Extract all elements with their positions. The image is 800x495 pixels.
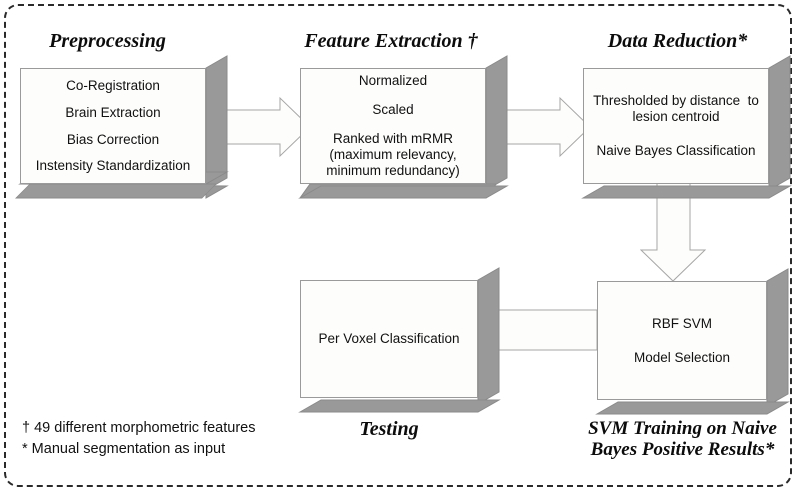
box-feature-extraction-side-3d [485,55,508,202]
svm-training-line-1: RBF SVM [651,315,712,331]
heading-feature-extraction: Feature Extraction † [304,30,478,52]
box-data-reduction: Thresholded by distance to lesion centro… [581,55,792,199]
feature-extraction-line-3: Ranked with mRMR (maximum relevancy, min… [326,131,460,178]
svm-training-line-2: Model Selection [633,349,731,365]
box-svm-training: RBF SVM Model Selection [595,268,790,415]
data-reduction-line-1: Thresholded by distance to lesion centro… [593,93,759,125]
preprocessing-line-3: Bias Correction [66,131,160,147]
testing-line-1: Per Voxel Classification [318,331,460,347]
box-data-reduction-side-3d [768,55,791,202]
box-preprocessing-bottom-3d [15,171,230,210]
heading-preprocessing: Preprocessing [49,30,166,52]
box-data-reduction-face: Thresholded by distance to lesion centro… [583,68,769,184]
footnote-dagger: † 49 different morphometric features [22,420,256,436]
preprocessing-line-4: Instensity Standardization [35,158,191,174]
box-svm-training-bottom-3d [595,400,797,426]
preprocessing-line-1: Co-Registration [66,77,160,93]
box-preprocessing-lines: Co-Registration Brain Extraction Bias Co… [21,78,205,175]
box-feature-extraction-bottom-3d [298,183,510,210]
box-feature-extraction-face: Normalized Scaled Ranked with mRMR (maxi… [300,68,486,184]
box-testing-lines: Per Voxel Classification [301,331,477,347]
box-data-reduction-bottom-3d [581,184,793,210]
box-preprocessing-face: Co-Registration Brain Extraction Bias Co… [20,68,206,184]
data-reduction-line-2: Naive Bayes Classification [596,142,756,158]
box-feature-extraction-lines: Normalized Scaled Ranked with mRMR (maxi… [301,73,485,179]
box-data-reduction-lines: Thresholded by distance to lesion centro… [584,93,768,159]
box-testing-side-3d [477,267,500,416]
box-svm-training-face: RBF SVM Model Selection [597,281,767,400]
box-preprocessing-side-3d [205,55,228,202]
feature-extraction-line-2: Scaled [372,102,414,118]
footnotes: † 49 different morphometric features * M… [22,418,352,459]
heading-testing: Testing [359,418,419,440]
preprocessing-line-2: Brain Extraction [65,104,161,120]
box-preprocessing: Co-Registration Brain Extraction Bias Co… [15,55,229,199]
footnote-star: * Manual segmentation as input [22,440,226,457]
box-testing-face: Per Voxel Classification [300,280,478,398]
box-feature-extraction: Normalized Scaled Ranked with mRMR (maxi… [298,55,509,199]
box-testing-bottom-3d [298,398,505,424]
box-svm-training-side-3d [766,268,789,417]
feature-extraction-line-1: Normalized [358,73,428,89]
box-testing: Per Voxel Classification [298,267,501,413]
heading-svm-training: SVM Training on Naive Bayes Positive Res… [588,418,777,461]
box-svm-training-lines: RBF SVM Model Selection [598,316,766,366]
heading-data-reduction: Data Reduction* [607,30,748,52]
